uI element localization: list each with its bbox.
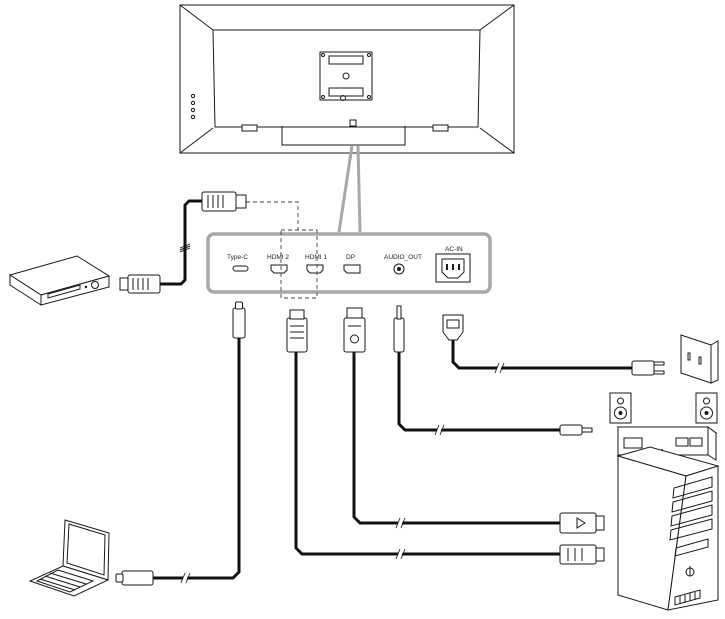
port-label-dp: DP [346, 254, 355, 261]
audio-cable [393, 305, 593, 436]
hdmi-2-port: HDMI 2 [267, 254, 289, 274]
hdmi-source-link [246, 201, 299, 230]
hdmi-1-port: HDMI 1 [305, 254, 327, 274]
displayport-port: DP [343, 254, 361, 274]
hdmi-plug-icon [119, 274, 161, 294]
hdmi-pc-cable [286, 309, 605, 565]
port-panel: Type-C HDMI 2 HDMI 1 DP AUDIO_OUT AC-IN [206, 229, 492, 299]
type-c-cable [115, 301, 246, 586]
port-label-ac-in: AC-IN [445, 246, 463, 253]
audio-jack-plug-icon [393, 305, 405, 353]
displayport-plug-icon [559, 512, 605, 534]
power-cable [442, 314, 665, 376]
callout-line [356, 145, 362, 233]
port-label-type-c: Type-C [227, 254, 248, 261]
callout-line [337, 145, 354, 233]
type-c-port: Type-C [227, 254, 249, 272]
ac-in-port: AC-IN [435, 246, 471, 283]
hdmi-plug-icon [559, 544, 605, 565]
dvd-hdmi-cable [119, 191, 247, 294]
hdmi-plug-icon [286, 309, 308, 353]
wall-plug-icon [631, 360, 665, 376]
monitor-back-icon [179, 4, 515, 154]
hdmi-plug-icon [201, 191, 247, 212]
dvd-player-icon [8, 255, 111, 306]
audio-jack-plug-icon [559, 424, 593, 436]
port-label-hdmi1: HDMI 1 [305, 254, 327, 261]
port-label-hdmi2: HDMI 2 [267, 254, 289, 261]
iec-power-plug-icon [442, 314, 464, 341]
wall-outlet-icon [680, 334, 719, 384]
audio-out-port: AUDIO_OUT [384, 254, 422, 275]
laptop-icon [28, 519, 110, 597]
displayport-plug-icon [343, 307, 366, 353]
usb-c-plug-icon [115, 570, 154, 586]
pc-tower-icon [616, 446, 720, 611]
amplifier-speakers-icon [609, 392, 718, 461]
dp-pc-cable [343, 307, 605, 534]
usb-c-plug-icon [232, 301, 246, 339]
port-label-audio-out: AUDIO_OUT [384, 254, 422, 261]
